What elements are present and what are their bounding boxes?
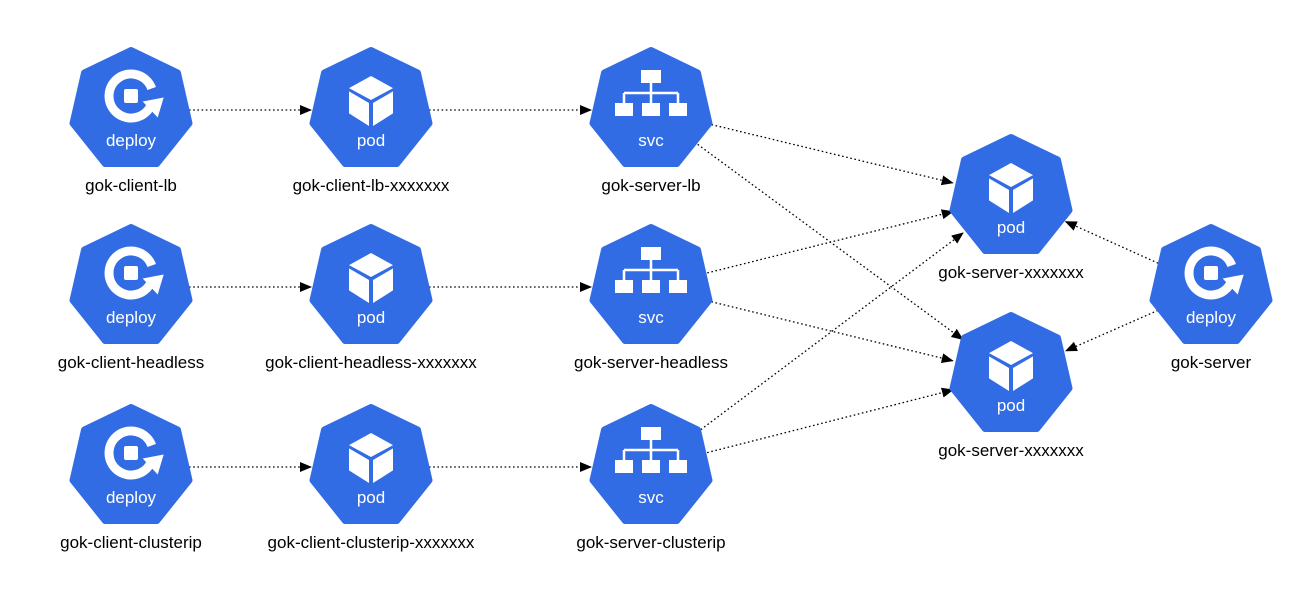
node-kind-label: deploy bbox=[1186, 308, 1237, 327]
node-caption: gok-server-headless bbox=[574, 353, 728, 372]
edge-deploy-server-to-pod-server-1 bbox=[1064, 221, 1159, 264]
node-caption: gok-client-headless-xxxxxxx bbox=[265, 353, 477, 372]
node-caption: gok-server-xxxxxxx bbox=[938, 263, 1084, 282]
edge-svc-server-clusterip-to-pod-server-1 bbox=[697, 232, 964, 433]
svc-icon bbox=[615, 247, 687, 293]
node-deploy-client-clusterip[interactable]: deploy gok-client-clusterip bbox=[60, 404, 202, 552]
node-kind-label: svc bbox=[638, 488, 664, 507]
edge-svc-server-clusterip-to-pod-server-2 bbox=[707, 387, 954, 454]
node-deploy-client-headless[interactable]: deploy gok-client-headless bbox=[58, 224, 204, 372]
pod-icon bbox=[349, 76, 393, 126]
deploy-icon bbox=[104, 426, 164, 480]
node-pod-client-headless[interactable]: pod gok-client-headless-xxxxxxx bbox=[265, 224, 477, 372]
node-shape bbox=[69, 224, 193, 345]
pod-icon bbox=[349, 433, 393, 483]
node-caption: gok-client-lb bbox=[85, 176, 177, 195]
node-caption: gok-client-headless bbox=[58, 353, 204, 372]
node-caption: gok-client-clusterip-xxxxxxx bbox=[268, 533, 475, 552]
node-kind-label: deploy bbox=[106, 131, 157, 150]
node-shape bbox=[1149, 224, 1273, 345]
node-kind-label: pod bbox=[997, 396, 1025, 415]
edges bbox=[189, 105, 1159, 472]
node-shape bbox=[309, 224, 433, 345]
node-shape bbox=[69, 47, 193, 168]
node-kind-label: pod bbox=[357, 131, 385, 150]
node-kind-label: svc bbox=[638, 308, 664, 327]
node-pod-server-2[interactable]: pod gok-server-xxxxxxx bbox=[938, 312, 1084, 460]
node-pod-server-1[interactable]: pod gok-server-xxxxxxx bbox=[938, 134, 1084, 282]
node-pod-client-lb[interactable]: pod gok-client-lb-xxxxxxx bbox=[293, 47, 450, 195]
deploy-icon bbox=[1184, 246, 1244, 300]
node-caption: gok-server-lb bbox=[601, 176, 700, 195]
edge-deploy-server-to-pod-server-2 bbox=[1064, 309, 1159, 352]
node-kind-label: deploy bbox=[106, 488, 157, 507]
node-caption: gok-client-clusterip bbox=[60, 533, 202, 552]
node-shape bbox=[309, 47, 433, 168]
node-svc-server-lb[interactable]: svc gok-server-lb bbox=[589, 47, 713, 195]
node-deploy-server[interactable]: deploy gok-server bbox=[1149, 224, 1273, 372]
node-svc-server-headless[interactable]: svc gok-server-headless bbox=[574, 224, 728, 372]
node-pod-client-clusterip[interactable]: pod gok-client-clusterip-xxxxxxx bbox=[268, 404, 475, 552]
edge-svc-server-headless-to-pod-server-2 bbox=[707, 300, 954, 364]
node-kind-label: pod bbox=[997, 218, 1025, 237]
node-caption: gok-server-clusterip bbox=[576, 533, 725, 552]
node-shape bbox=[949, 312, 1073, 433]
node-shape bbox=[949, 134, 1073, 255]
node-shape bbox=[69, 404, 193, 525]
node-caption: gok-server bbox=[1171, 353, 1252, 372]
edge-svc-server-headless-to-pod-server-1 bbox=[707, 209, 954, 274]
nodes: deploy gok-client-lb pod gok-client-lb-xxxx… bbox=[58, 47, 1273, 552]
pod-icon bbox=[989, 163, 1033, 213]
node-deploy-client-lb[interactable]: deploy gok-client-lb bbox=[69, 47, 193, 195]
node-caption: gok-client-lb-xxxxxxx bbox=[293, 176, 450, 195]
node-svc-server-clusterip[interactable]: svc gok-server-clusterip bbox=[576, 404, 726, 552]
pod-icon bbox=[349, 253, 393, 303]
edge-svc-server-lb-to-pod-server-1 bbox=[707, 122, 954, 186]
svc-icon bbox=[615, 427, 687, 473]
deploy-icon bbox=[104, 69, 164, 123]
node-kind-label: pod bbox=[357, 488, 385, 507]
node-shape bbox=[309, 404, 433, 525]
node-kind-label: pod bbox=[357, 308, 385, 327]
node-kind-label: svc bbox=[638, 131, 664, 150]
svc-icon bbox=[615, 70, 687, 116]
node-kind-label: deploy bbox=[106, 308, 157, 327]
deploy-icon bbox=[104, 246, 164, 300]
node-caption: gok-server-xxxxxxx bbox=[938, 441, 1084, 460]
pod-icon bbox=[989, 341, 1033, 391]
